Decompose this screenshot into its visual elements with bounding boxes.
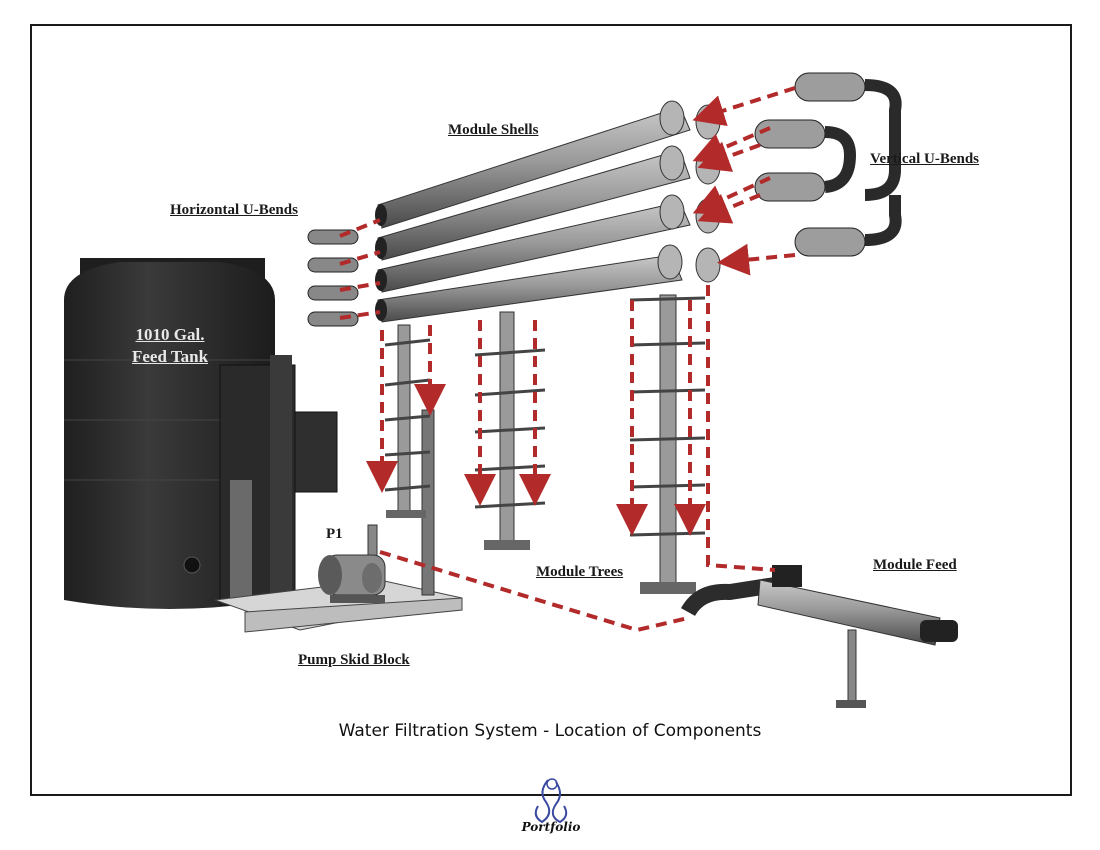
label-tank-capacity: 1010 Gal. <box>135 325 205 344</box>
label-module-feed: Module Feed <box>873 557 957 573</box>
label-vertical-u-bends: Vertical U-Bends <box>870 151 980 167</box>
module-trees <box>384 294 706 594</box>
vertical-u-bends <box>754 72 902 257</box>
portfolio-logo-text: Portfolio <box>521 820 581 834</box>
portfolio-logo-icon <box>534 778 568 824</box>
horizontal-u-bends <box>307 229 359 327</box>
location-arrows <box>339 86 796 633</box>
label-pump-p1: P1 <box>326 526 343 542</box>
module-feed <box>680 565 958 708</box>
label-module-shells: Module Shells <box>448 122 539 138</box>
diagram-frame <box>30 24 1072 796</box>
module-shells <box>375 100 721 323</box>
pump-p1 <box>318 554 386 603</box>
label-horizontal-u-bends: Horizontal U-Bends <box>170 202 298 218</box>
diagram-caption: Water Filtration System - Location of Co… <box>338 721 762 741</box>
label-pump-skid-block: Pump Skid Block <box>298 652 410 668</box>
label-feed-tank: Feed Tank <box>131 347 209 366</box>
pump-skid <box>214 355 463 633</box>
label-module-trees: Module Trees <box>536 564 624 580</box>
